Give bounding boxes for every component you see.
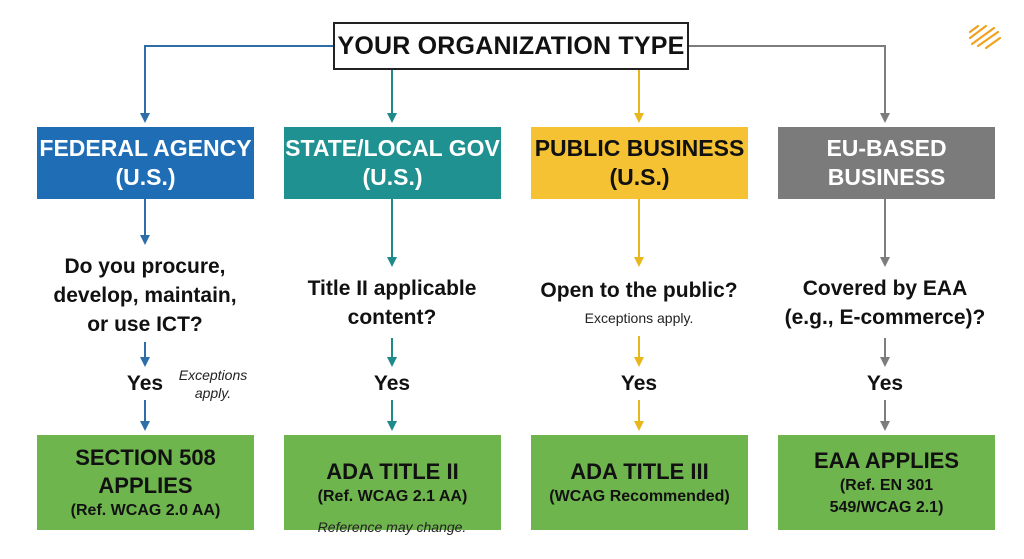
question-line: or use ICT? bbox=[87, 313, 203, 336]
question-line: Covered by EAA bbox=[802, 277, 968, 300]
question-line: Title II applicable bbox=[307, 277, 477, 300]
note-line: Exceptions bbox=[178, 367, 248, 383]
category-state-local-gov: STATE/LOCAL GOV (U.S.) bbox=[284, 127, 501, 199]
result-ada-title-ii: ADA TITLE II (Ref. WCAG 2.1 AA) bbox=[284, 435, 501, 530]
category-line: FEDERAL AGENCY bbox=[39, 135, 252, 161]
category-line: (U.S.) bbox=[115, 164, 176, 190]
result-reference: 549/WCAG 2.1) bbox=[829, 498, 944, 516]
note-line: apply. bbox=[194, 385, 232, 401]
question-state: Title II applicable content? bbox=[272, 274, 512, 332]
result-reference: (Ref. EN 301 bbox=[839, 476, 934, 494]
result-ada-title-iii: ADA TITLE III (WCAG Recommended) bbox=[531, 435, 748, 530]
result-reference: (WCAG Recommended) bbox=[549, 487, 730, 505]
category-eu-based-business: EU-BASED BUSINESS bbox=[778, 127, 995, 199]
result-title-line: ADA TITLE II bbox=[326, 458, 459, 484]
yes-label-state: Yes bbox=[373, 372, 411, 395]
question-line: content? bbox=[347, 306, 437, 329]
question-line: develop, maintain, bbox=[53, 284, 237, 307]
category-federal-agency: FEDERAL AGENCY (U.S.) bbox=[37, 127, 254, 199]
result-reference: (Ref. WCAG 2.1 AA) bbox=[317, 487, 468, 505]
root-to-federal-arrow bbox=[140, 45, 333, 123]
question-line: Do you procure, bbox=[64, 255, 226, 278]
category-line: (U.S.) bbox=[362, 164, 423, 190]
result-title-line: SECTION 508 bbox=[75, 444, 216, 470]
result-section-508: SECTION 508 APPLIES (Ref. WCAG 2.0 AA) bbox=[37, 435, 254, 530]
category-public-business: PUBLIC BUSINESS (U.S.) bbox=[531, 127, 748, 199]
result-title-line: EAA APPLIES bbox=[813, 447, 960, 473]
category-line: STATE/LOCAL GOV bbox=[285, 135, 500, 161]
brand-scribble-icon bbox=[968, 24, 1002, 50]
yes-label-eu: Yes bbox=[866, 372, 904, 395]
question-federal: Do you procure, develop, maintain, or us… bbox=[25, 252, 265, 339]
question-eu: Covered by EAA (e.g., E-commerce)? bbox=[765, 274, 1005, 332]
root-node: YOUR ORGANIZATION TYPE bbox=[333, 22, 689, 70]
exceptions-note-public: Exceptions apply. bbox=[584, 310, 694, 326]
result-title-line: ADA TITLE III bbox=[570, 458, 709, 484]
question-public: Open to the public? bbox=[519, 276, 759, 305]
category-line: EU-BASED bbox=[826, 135, 947, 161]
root-label: YOUR ORGANIZATION TYPE bbox=[337, 31, 685, 60]
result-reference: (Ref. WCAG 2.0 AA) bbox=[70, 501, 221, 519]
question-line: (e.g., E-commerce)? bbox=[784, 306, 986, 329]
result-title-line: APPLIES bbox=[98, 472, 193, 498]
yes-label-federal: Yes bbox=[126, 372, 164, 395]
question-line: Open to the public? bbox=[540, 279, 738, 302]
category-line: (U.S.) bbox=[609, 164, 670, 190]
category-line: BUSINESS bbox=[827, 164, 946, 190]
category-line: PUBLIC BUSINESS bbox=[534, 135, 745, 161]
reference-footnote: Reference may change. bbox=[317, 519, 467, 535]
exceptions-note-federal: Exceptions apply. bbox=[170, 366, 256, 402]
result-eaa-applies: EAA APPLIES (Ref. EN 301 549/WCAG 2.1) bbox=[778, 435, 995, 530]
yes-label-public: Yes bbox=[620, 372, 658, 395]
root-to-eu-arrow bbox=[689, 45, 890, 123]
